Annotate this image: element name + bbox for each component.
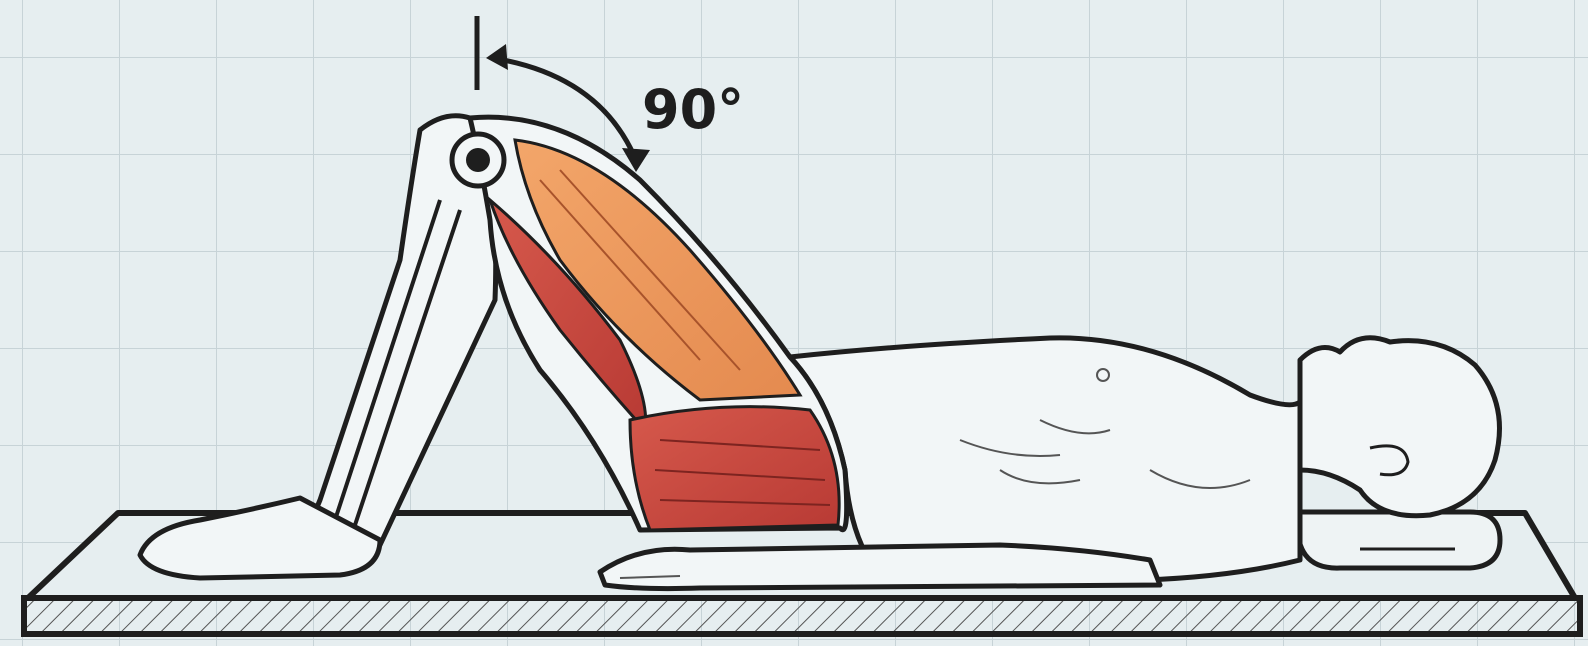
knee-joint-icon bbox=[452, 134, 504, 186]
glute-muscle bbox=[630, 407, 839, 530]
arm bbox=[600, 545, 1160, 589]
pillow bbox=[1297, 512, 1500, 568]
angle-label: 90° bbox=[642, 78, 744, 141]
